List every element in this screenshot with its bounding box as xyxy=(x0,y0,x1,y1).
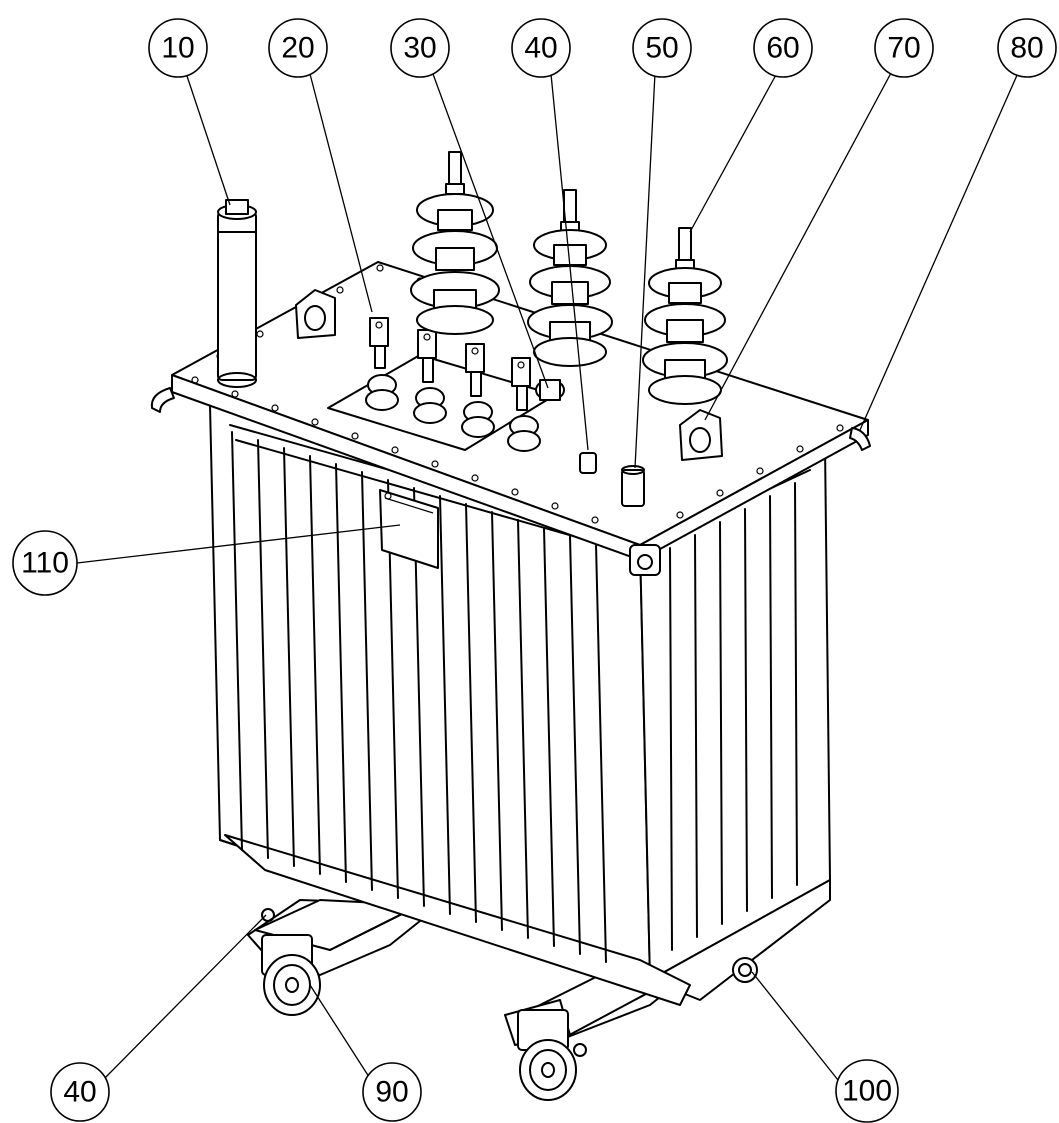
lifting-eye-cover-left xyxy=(295,289,336,339)
leader-lines xyxy=(76,72,1019,1084)
callout-50: 50 xyxy=(632,18,692,78)
callout-90: 90 xyxy=(362,1062,422,1122)
filling-plug xyxy=(579,452,597,474)
callout-110: 110 xyxy=(12,530,78,596)
callout-label: 50 xyxy=(645,32,678,65)
lv-bushing-4 xyxy=(507,357,541,452)
callout-10: 10 xyxy=(148,18,208,78)
lv-bushing-2 xyxy=(413,329,447,424)
radiator-fins-side xyxy=(659,469,811,951)
hv-bushing-1 xyxy=(410,151,500,335)
callout-70: 70 xyxy=(874,18,934,78)
callout-40-top: 40 xyxy=(511,18,571,78)
callout-label: 40 xyxy=(63,1076,96,1109)
wheel-right xyxy=(517,1009,587,1101)
drain-valve xyxy=(732,957,758,983)
callout-label: 30 xyxy=(403,32,436,65)
callout-100: 100 xyxy=(835,1059,899,1123)
thermometer-pocket xyxy=(621,465,645,507)
callout-label: 60 xyxy=(766,32,799,65)
callout-60: 60 xyxy=(753,18,813,78)
callout-label: 10 xyxy=(161,32,194,65)
pressure-relief-valve xyxy=(535,379,565,401)
callout-label: 20 xyxy=(281,32,314,65)
callout-40-bottom: 40 xyxy=(50,1062,110,1122)
callout-30: 30 xyxy=(390,18,450,78)
lv-bushing-1 xyxy=(365,317,399,411)
lifting-eye-cover-right xyxy=(679,409,723,461)
callout-20: 20 xyxy=(268,18,328,78)
expansion-pipe xyxy=(217,199,257,388)
wheel-left xyxy=(261,908,321,1016)
rating-plate xyxy=(379,489,439,569)
lifting-lug-left xyxy=(150,387,175,413)
callout-label: 110 xyxy=(21,547,69,580)
hv-bushing-3 xyxy=(642,227,728,405)
callout-label: 80 xyxy=(1010,32,1043,65)
callout-label: 90 xyxy=(375,1076,408,1109)
callout-label: 100 xyxy=(842,1075,892,1108)
callout-label: 40 xyxy=(524,32,557,65)
hv-bushing-2 xyxy=(527,189,613,367)
lv-bushing-3 xyxy=(461,343,495,438)
callout-80: 80 xyxy=(997,18,1057,78)
lifting-lug-right xyxy=(849,427,871,451)
lifting-lug-front xyxy=(629,544,661,576)
callout-label: 70 xyxy=(887,32,920,65)
